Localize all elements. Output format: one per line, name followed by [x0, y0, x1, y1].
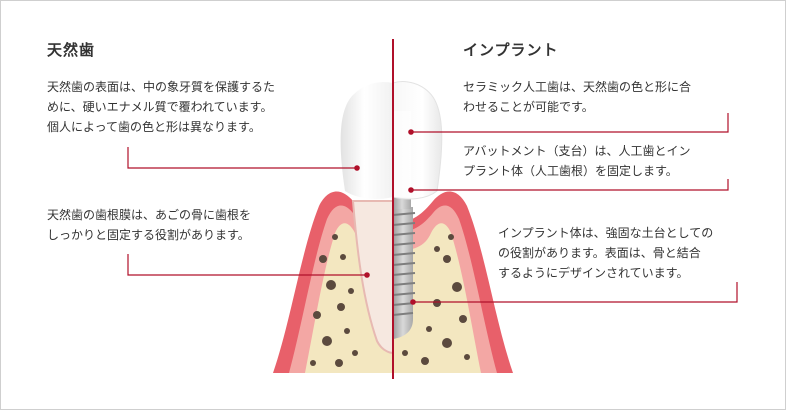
fixture-description: インプラント体は、強固な土台としての の役割があります。表面は、骨と結合 するよ… [498, 226, 714, 280]
leader-ligament [127, 254, 367, 276]
natural-tooth-half [273, 82, 393, 373]
enamel-description: 天然歯の表面は、中の象牙質を保護するた めに、硬いエナメル質で覆われています。 … [47, 80, 276, 134]
implant-half [393, 81, 513, 373]
bone-spots-left [310, 234, 358, 367]
bone-right [393, 223, 481, 373]
leader-enamel [127, 147, 357, 169]
abutment-description: アバットメント（支台）は、人工歯とイン プラント体（人工歯根）を固定します。 [463, 144, 691, 178]
crown-description: セラミック人工歯は、天然歯の色と形に合 わせることが可能です。 [463, 80, 692, 114]
leader-dot-ligament [364, 272, 370, 278]
leader-dot-enamel [354, 165, 360, 171]
implant-fixture [393, 207, 416, 339]
leader-abutment [411, 179, 729, 191]
bone-spots-right [402, 234, 470, 365]
leader-dot-crown [408, 129, 414, 135]
implant-title: インプラント [463, 41, 559, 59]
natural-tooth-title: 天然歯 [47, 41, 96, 59]
leader-crown [411, 113, 729, 133]
ligament-description: 天然歯の歯根膜は、あごの骨に歯根を しっかりと固定する役割があります。 [47, 208, 252, 242]
leader-dot-fixture [410, 299, 416, 305]
leader-fixture [413, 282, 738, 303]
enamel-crown [340, 82, 393, 199]
leader-dot-abutment [408, 187, 414, 193]
